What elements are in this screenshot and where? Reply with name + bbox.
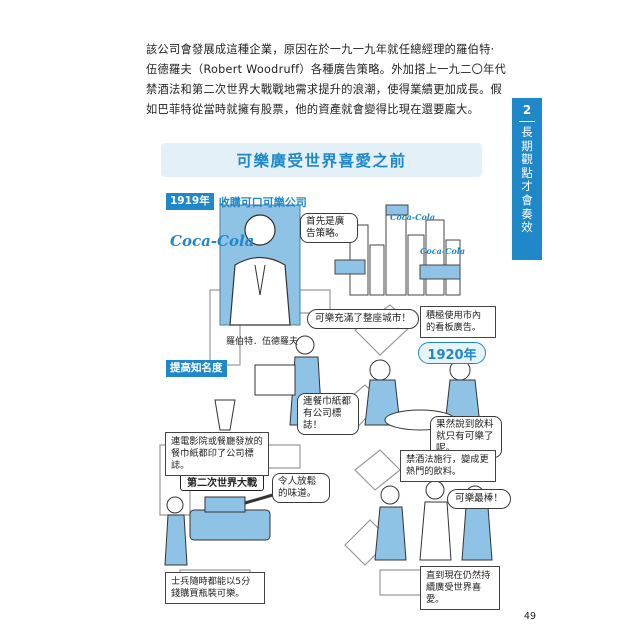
paragraph-line: 禁酒法和第二次世界大戰戰地需求提升的浪潮，使得業績更加成長。假 <box>146 83 503 96</box>
coca-cola-logo: Coca-Cola <box>170 232 255 250</box>
year-1919-tag: 1919年 <box>166 193 214 210</box>
section-1919-title: 收購可口可樂公司 <box>218 195 307 209</box>
bubble-ad-first: 首先是廣告策略。 <box>300 213 358 243</box>
intro-paragraph: 該公司會發展成這種企業，原因在於一九一九年就任總經理的羅伯特· 伍德羅夫（Rob… <box>146 40 506 120</box>
year-1920-bubble: 1920年 <box>418 342 486 364</box>
note-still-loved: 直到現在仍然持續廣受世界喜愛。 <box>420 566 500 610</box>
tag-awareness: 提高知名度 <box>166 360 227 377</box>
prohibition-scene <box>364 359 481 431</box>
present-crowd <box>374 480 493 561</box>
bubble-cola-city: 可樂充滿了整座城市！ <box>307 309 419 329</box>
note-prohibition: 禁酒法施行，變成更熱門的飲料。 <box>400 450 496 482</box>
section-1919-header: 1919年 收購可口可樂公司 <box>166 193 307 210</box>
note-soldiers: 士兵隨時都能以5分錢購買瓶裝可樂。 <box>165 572 265 604</box>
coca-cola-logo: Coca-Cola <box>390 212 436 222</box>
note-billboards: 積極使用市內的看板廣告。 <box>420 306 496 338</box>
woodruff-label: 羅伯特．伍德羅夫 <box>226 337 299 347</box>
path-ribbon <box>354 449 401 491</box>
coca-cola-logo: Coca-Cola <box>420 246 466 256</box>
chapter-side-tab: 2 長期觀點才會奏效 <box>512 98 542 260</box>
banner-title: 可樂廣受世界喜愛之前 <box>236 152 407 170</box>
paragraph-line: 伍德羅夫（Robert Woodruff）各種廣告策略。外加搭上一九二〇年代 <box>146 63 507 76</box>
city-skyline <box>334 204 461 296</box>
paragraph-line: 該公司會發展成這種企業，原因在於一九一九年就任總經理的羅伯特· <box>146 43 495 56</box>
note-cinema-napkin: 連電影院或餐廳發放的餐巾紙都印了公司標誌。 <box>165 432 269 476</box>
paragraph-line: 如巴菲特從當時就擁有股票，他的資產就會變得比現在還要龐大。 <box>146 103 480 116</box>
chapter-number: 2 <box>522 103 532 117</box>
section-banner: 可樂廣受世界喜愛之前 <box>161 143 482 177</box>
bubble-cola-best: 可樂最棒！ <box>447 489 511 509</box>
page-number: 49 <box>523 611 536 622</box>
chapter-title: 長期觀點才會奏效 <box>521 125 533 235</box>
chapter-divider <box>519 121 535 122</box>
woodruff-figure <box>219 204 301 326</box>
bubble-relaxing: 令人放鬆的味道。 <box>272 473 330 503</box>
bubble-napkins: 連餐巾紙都有公司標誌！ <box>297 393 359 435</box>
